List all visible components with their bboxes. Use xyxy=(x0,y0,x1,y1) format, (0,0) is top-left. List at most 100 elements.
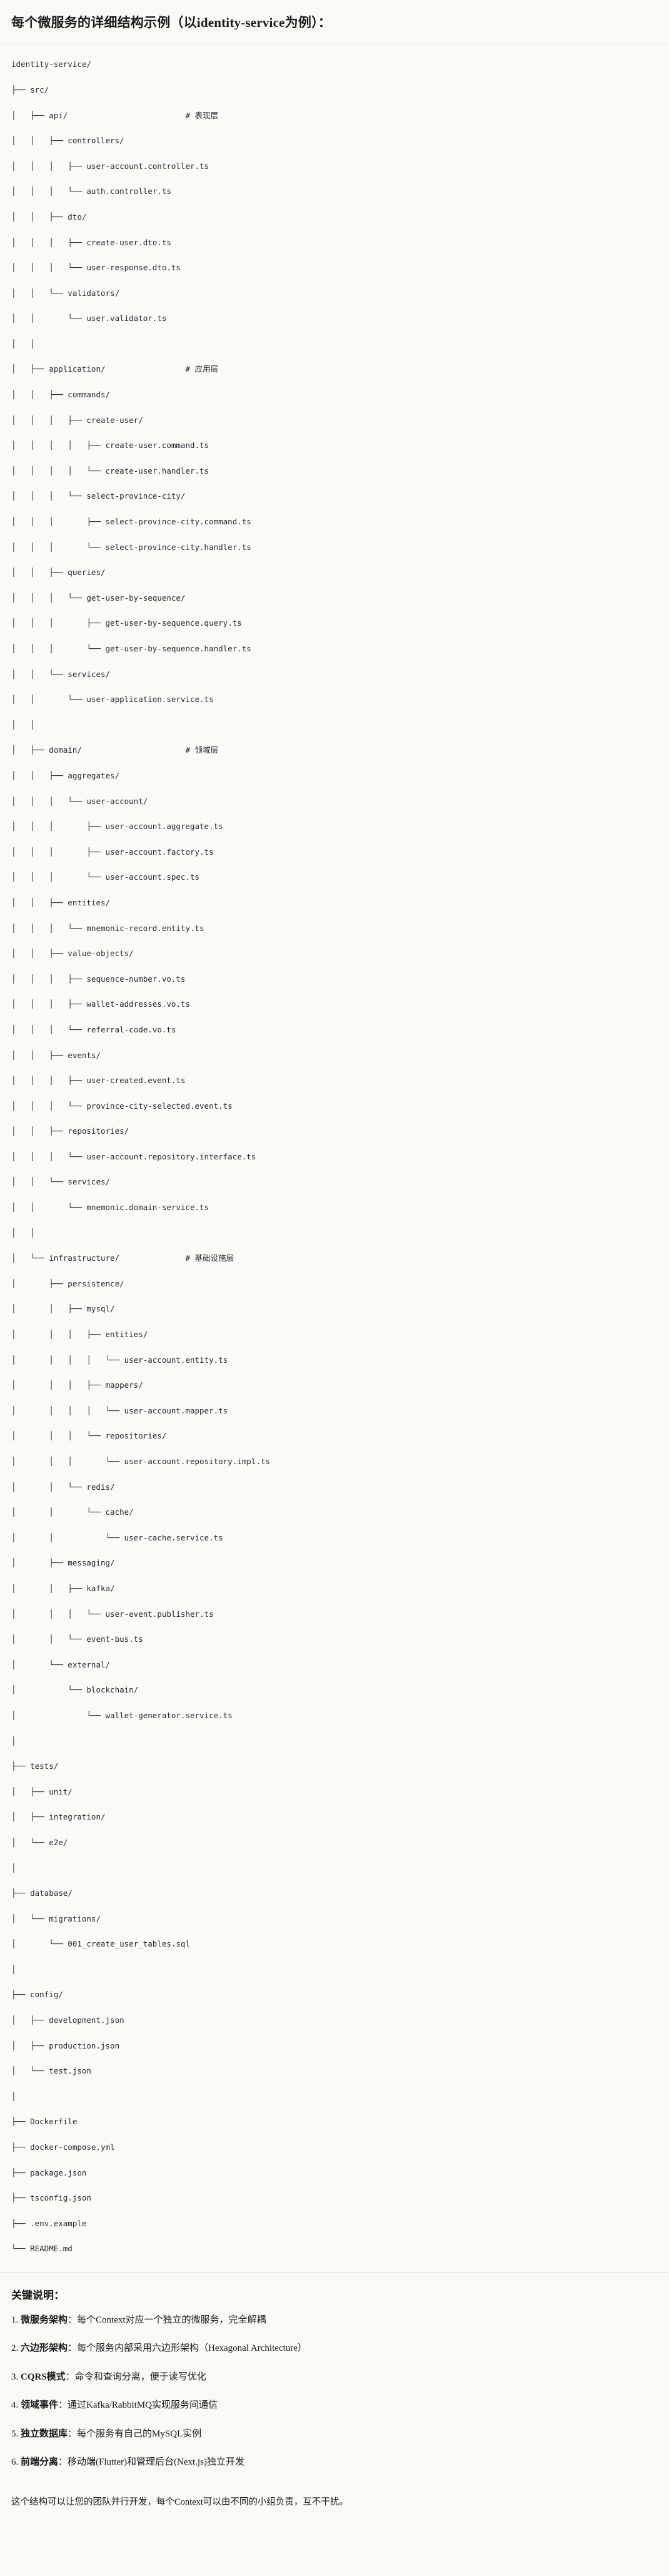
key-note-term: 独立数据库 xyxy=(21,2428,68,2439)
tree-row: │ │ └── mnemonic.domain-service.ts xyxy=(11,1203,209,1213)
key-note-number: 3. xyxy=(11,2371,21,2382)
tree-row: ├── .env.example xyxy=(11,2218,87,2228)
key-note-number: 6. xyxy=(11,2457,21,2468)
tree-row-path: │ ├── api/ xyxy=(11,110,186,120)
key-note-item: 2. 六边形架构：每个服务内部采用六边形架构（Hexagonal Archite… xyxy=(11,2341,658,2356)
key-note-number: 5. xyxy=(11,2428,21,2439)
tree-row: │ │ │ ├── create-user.dto.ts xyxy=(11,237,171,247)
tree-row: │ │ │ └── user-account/ xyxy=(11,796,148,806)
tree-row: │ │ │ │ ├── create-user.command.ts xyxy=(11,440,209,451)
tree-row: │ │ ├── aggregates/ xyxy=(11,770,120,780)
tree-row: │ xyxy=(11,1736,16,1746)
tree-row: ├── docker-compose.yml xyxy=(11,2142,115,2152)
key-note-term: 领域事件 xyxy=(21,2400,59,2411)
tree-row: │ └── external/ xyxy=(11,1659,111,1669)
tree-row: │ │ └── user-application.service.ts xyxy=(11,695,214,705)
key-note-separator: ： xyxy=(58,2457,68,2468)
key-note-description: 每个服务内部采用六边形架构（Hexagonal Architecture） xyxy=(77,2343,307,2354)
tree-row: │ ├── application/ # 应用层 xyxy=(11,363,658,375)
key-note-item: 5. 独立数据库：每个服务有自己的MySQL实例 xyxy=(11,2427,658,2441)
tree-row: │ │ │ └── get-user-by-sequence.handler.t… xyxy=(11,644,251,653)
tree-row-path: │ └── infrastructure/ xyxy=(11,1253,186,1263)
tree-row: └── README.md xyxy=(11,2244,73,2254)
tree-row: │ │ │ ├── sequence-number.vo.ts xyxy=(11,974,186,984)
document-header: 每个微服务的详细结构示例（以identity-service为例）： xyxy=(0,0,669,45)
tree-row-comment: # 领域层 xyxy=(185,745,219,755)
tree-row: │ │ │ └── user-account.spec.ts xyxy=(11,872,200,882)
tree-row: identity-service/ xyxy=(11,59,91,69)
key-note-number: 1. xyxy=(11,2314,21,2325)
key-note-term: 微服务架构 xyxy=(21,2314,68,2325)
tree-row: │ ├── domain/ # 领域层 xyxy=(11,744,658,756)
tree-row: │ └── e2e/ xyxy=(11,1837,68,1847)
key-note-separator: ： xyxy=(65,2371,75,2382)
key-note-description: 命令和查询分离，便于读写优化 xyxy=(74,2371,206,2382)
tree-row: │ ├── development.json xyxy=(11,2015,124,2025)
tree-row: │ │ │ └── user-account.repository.impl.t… xyxy=(11,1457,270,1466)
closing-paragraph: 这个结构可以让您的团队并行开发，每个Context可以由不同的小组负责，互不干扰… xyxy=(0,2490,669,2525)
page-title: 每个微服务的详细结构示例（以identity-service为例）： xyxy=(11,15,331,30)
key-notes-section: 关键说明： 1. 微服务架构：每个Context对应一个独立的微服务，完全解耦 2… xyxy=(0,2272,669,2490)
tree-row: │ │ │ ├── wallet-addresses.vo.ts xyxy=(11,999,190,1009)
tree-row: │ │ xyxy=(11,339,35,349)
key-note-term: CQRS模式 xyxy=(21,2371,66,2382)
key-note-separator: ： xyxy=(68,2343,78,2354)
key-note-description: 每个服务有自己的MySQL实例 xyxy=(77,2428,202,2439)
tree-row: │ │ │ ├── user-account.controller.ts xyxy=(11,161,209,171)
tree-row: │ │ xyxy=(11,1228,35,1238)
tree-row: │ │ │ │ └── user-account.mapper.ts xyxy=(11,1405,228,1415)
tree-row-path: │ ├── domain/ xyxy=(11,745,186,755)
key-note-description: 通过Kafka/RabbitMQ实现服务间通信 xyxy=(68,2400,218,2411)
tree-row: │ ├── integration/ xyxy=(11,1812,106,1822)
tree-row: │ ├── persistence/ xyxy=(11,1278,124,1288)
tree-row: ├── database/ xyxy=(11,1888,73,1898)
key-note-item: 1. 微服务架构：每个Context对应一个独立的微服务，完全解耦 xyxy=(11,2313,658,2328)
tree-row: │ │ ├── controllers/ xyxy=(11,136,124,146)
tree-row: │ │ └── redis/ xyxy=(11,1482,115,1492)
tree-row: │ └── test.json xyxy=(11,2066,91,2076)
tree-row: │ │ ├── queries/ xyxy=(11,568,106,578)
tree-row: │ xyxy=(11,1964,16,1974)
tree-row: │ │ │ ├── mappers/ xyxy=(11,1380,143,1390)
tree-row: │ ├── messaging/ xyxy=(11,1558,115,1568)
tree-row: │ │ └── user-cache.service.ts xyxy=(11,1532,223,1542)
tree-row: │ xyxy=(11,1863,16,1873)
tree-row: │ │ │ ├── select-province-city.command.t… xyxy=(11,517,251,527)
tree-row: │ ├── api/ # 表现层 xyxy=(11,109,658,122)
tree-row: │ │ │ │ └── user-account.entity.ts xyxy=(11,1355,228,1365)
tree-row: │ │ ├── value-objects/ xyxy=(11,949,134,959)
tree-row: ├── config/ xyxy=(11,1990,63,2000)
tree-row: │ │ │ └── referral-code.vo.ts xyxy=(11,1024,176,1034)
tree-row: │ │ └── validators/ xyxy=(11,288,120,298)
tree-row: │ │ └── cache/ xyxy=(11,1507,134,1517)
key-notes-list: 1. 微服务架构：每个Context对应一个独立的微服务，完全解耦 2. 六边形架… xyxy=(11,2313,658,2470)
key-note-separator: ： xyxy=(58,2400,68,2411)
directory-tree: identity-service/ ├── src/ │ ├── api/ # … xyxy=(11,58,658,2255)
tree-row: │ │ ├── dto/ xyxy=(11,211,87,221)
tree-row: │ │ │ └── select-province-city.handler.t… xyxy=(11,542,251,552)
tree-row: │ └── migrations/ xyxy=(11,1913,101,1923)
tree-row: │ │ └── event-bus.ts xyxy=(11,1634,143,1644)
tree-row: │ │ │ └── repositories/ xyxy=(11,1431,167,1441)
key-notes-heading: 关键说明： xyxy=(11,2289,64,2301)
tree-row: │ │ ├── repositories/ xyxy=(11,1126,129,1136)
tree-row: │ │ │ └── mnemonic-record.entity.ts xyxy=(11,923,204,933)
tree-row-comment: # 基础设施层 xyxy=(185,1253,234,1263)
tree-row-comment: # 表现层 xyxy=(185,110,219,120)
key-note-separator: ： xyxy=(68,2314,78,2325)
key-note-item: 4. 领域事件：通过Kafka/RabbitMQ实现服务间通信 xyxy=(11,2398,658,2413)
key-note-item: 6. 前端分离：移动端(Flutter)和管理后台(Next.js)独立开发 xyxy=(11,2455,658,2470)
tree-row: │ │ │ └── get-user-by-sequence/ xyxy=(11,593,186,603)
tree-row: │ │ │ └── user-account.repository.interf… xyxy=(11,1151,256,1161)
tree-row: │ │ │ └── user-event.publisher.ts xyxy=(11,1609,214,1619)
tree-row: │ │ xyxy=(11,720,35,730)
tree-row: │ │ │ ├── entities/ xyxy=(11,1330,148,1340)
tree-row: │ │ ├── events/ xyxy=(11,1050,101,1060)
tree-row: │ ├── unit/ xyxy=(11,1786,73,1796)
tree-row: │ │ │ ├── get-user-by-sequence.query.ts xyxy=(11,618,242,628)
tree-row: │ │ │ ├── create-user/ xyxy=(11,415,143,425)
tree-row: │ └── infrastructure/ # 基础设施层 xyxy=(11,1252,658,1265)
tree-row: │ │ │ ├── user-account.factory.ts xyxy=(11,847,214,857)
key-note-number: 4. xyxy=(11,2400,21,2411)
